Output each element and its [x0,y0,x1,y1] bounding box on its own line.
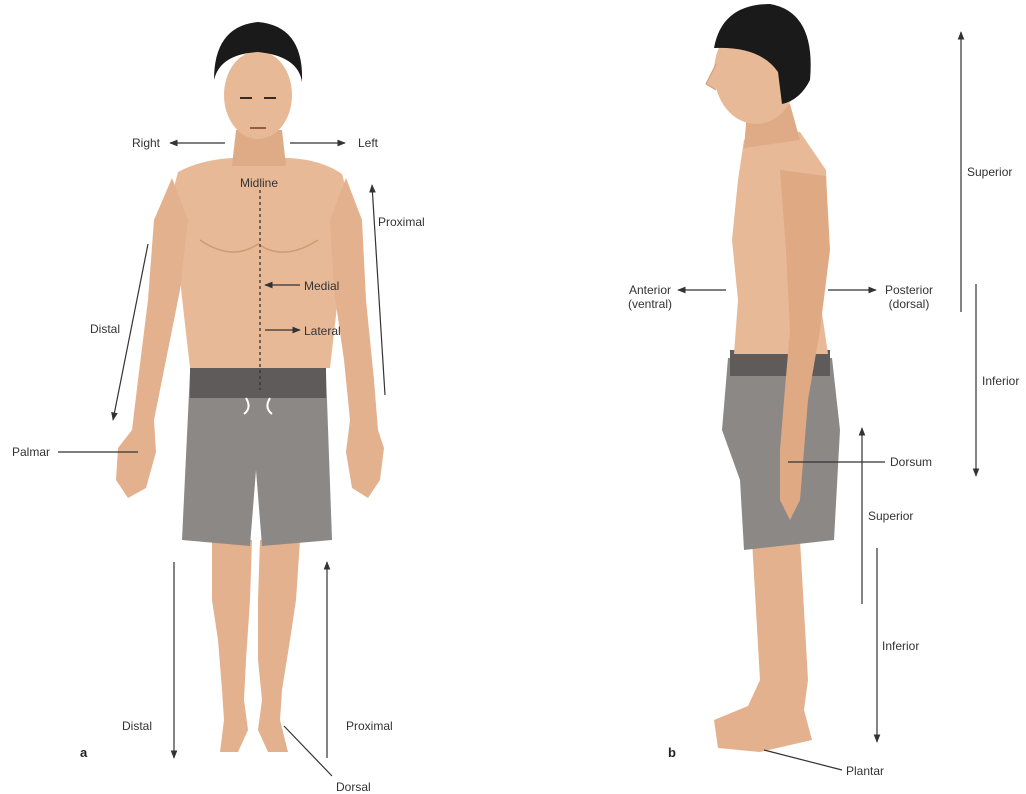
label-inferior-bottom: Inferior [882,639,919,653]
anterior-sub-text: (ventral) [628,297,672,311]
label-proximal-leg: Proximal [346,719,393,733]
label-lateral: Lateral [304,324,341,338]
label-left: Left [358,136,378,150]
label-posterior: Posterior (dorsal) [878,283,940,311]
front-shorts [182,372,332,546]
plantar-pointer [764,750,842,770]
label-palmar: Palmar [12,445,50,459]
front-right-leg [258,540,300,752]
posterior-sub-text: (dorsal) [889,297,930,311]
front-left-arm [330,178,384,498]
label-medial: Medial [304,279,339,293]
side-view-figure [706,4,840,752]
label-right: Right [132,136,160,150]
dorsal-pointer [284,726,332,776]
front-waistband [190,365,326,398]
panel-label-b: b [668,745,676,760]
label-plantar: Plantar [846,764,884,778]
label-dorsum: Dorsum [890,455,932,469]
label-inferior-top: Inferior [982,374,1019,388]
front-head [224,51,292,139]
label-anterior: Anterior (ventral) [620,283,680,311]
side-legs [714,540,812,752]
label-superior-top: Superior [967,165,1012,179]
label-proximal-arm: Proximal [378,215,425,229]
posterior-text: Posterior [885,283,933,297]
front-right-arm [116,178,188,498]
anterior-text: Anterior [629,283,671,297]
label-midline: Midline [240,176,278,190]
label-distal-leg: Distal [122,719,152,733]
label-superior-bottom: Superior [868,509,913,523]
label-distal-arm: Distal [90,322,120,336]
panel-label-a: a [80,745,87,760]
front-left-leg [212,540,252,752]
label-dorsal: Dorsal [336,780,371,794]
front-view-figure [116,22,384,752]
